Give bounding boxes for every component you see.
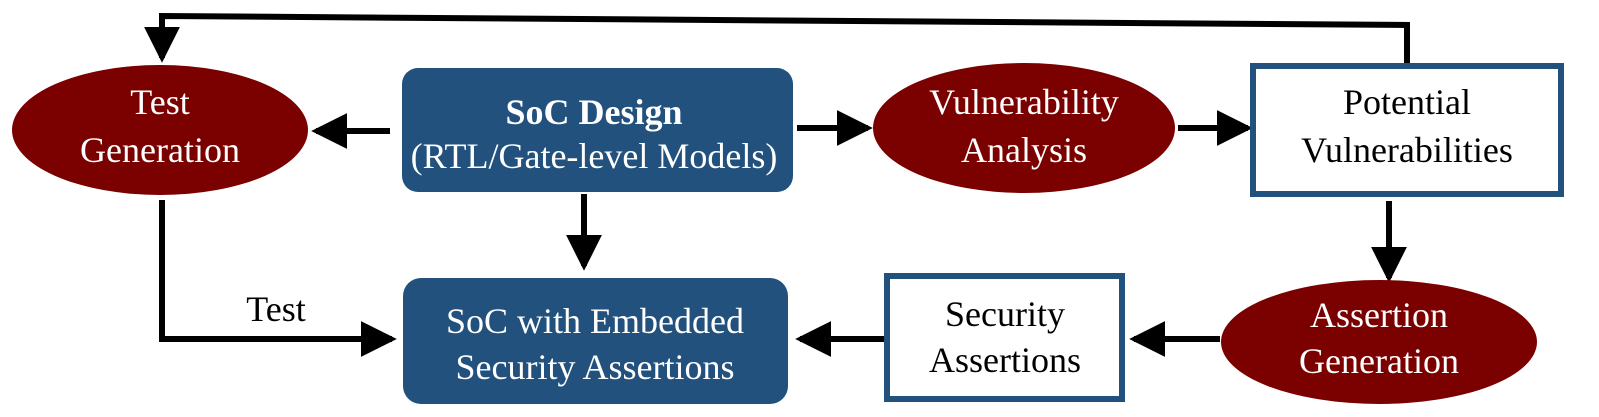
node-potential-vulnerabilities[interactable]: Potential Vulnerabilities xyxy=(1250,63,1564,197)
edges xyxy=(144,12,1410,357)
node-test-generation-line-2: Generation xyxy=(80,130,240,170)
node-test-generation-line-1: Test xyxy=(130,82,189,122)
node-potential-vulnerabilities-line-1: Potential xyxy=(1343,82,1471,122)
node-security-assertions-line-2: Assertions xyxy=(929,340,1081,380)
node-soc-embedded-line-1: SoC with Embedded xyxy=(446,301,744,341)
edge-feedback-to-test-generation xyxy=(144,12,1410,63)
node-potential-vulnerabilities-line-2: Vulnerabilities xyxy=(1301,130,1513,170)
edge-test-generation-to-soc-embedded xyxy=(159,200,397,357)
node-vulnerability-analysis-shape xyxy=(873,63,1175,193)
node-soc-embedded-line-2: Security Assertions xyxy=(456,347,735,387)
node-vulnerability-analysis-line-1: Vulnerability xyxy=(929,82,1119,122)
node-soc-embedded-shape xyxy=(403,278,788,404)
node-soc-design[interactable]: SoC Design (RTL/Gate-level Models) xyxy=(402,68,793,192)
node-assertion-generation[interactable]: Assertion Generation xyxy=(1221,280,1537,404)
node-security-assertions[interactable]: Security Assertions xyxy=(884,273,1125,402)
node-assertion-generation-shape xyxy=(1221,280,1537,404)
node-vulnerability-analysis-line-2: Analysis xyxy=(961,130,1087,170)
node-potential-vulnerabilities-shape xyxy=(1250,63,1564,197)
node-soc-design-title: SoC Design xyxy=(505,92,682,132)
node-security-assertions-line-1: Security xyxy=(945,294,1065,334)
node-vulnerability-analysis[interactable]: Vulnerability Analysis xyxy=(873,63,1175,193)
node-soc-design-shape xyxy=(402,68,793,192)
edge-label-test: Test xyxy=(246,289,305,329)
node-test-generation-shape xyxy=(12,65,308,195)
node-assertion-generation-line-2: Generation xyxy=(1299,341,1459,381)
node-test-generation[interactable]: Test Generation xyxy=(12,65,308,195)
node-soc-embedded[interactable]: SoC with Embedded Security Assertions xyxy=(403,278,788,404)
node-soc-design-subtitle: (RTL/Gate-level Models) xyxy=(411,136,778,176)
node-security-assertions-shape xyxy=(884,273,1125,402)
node-assertion-generation-line-1: Assertion xyxy=(1310,295,1448,335)
